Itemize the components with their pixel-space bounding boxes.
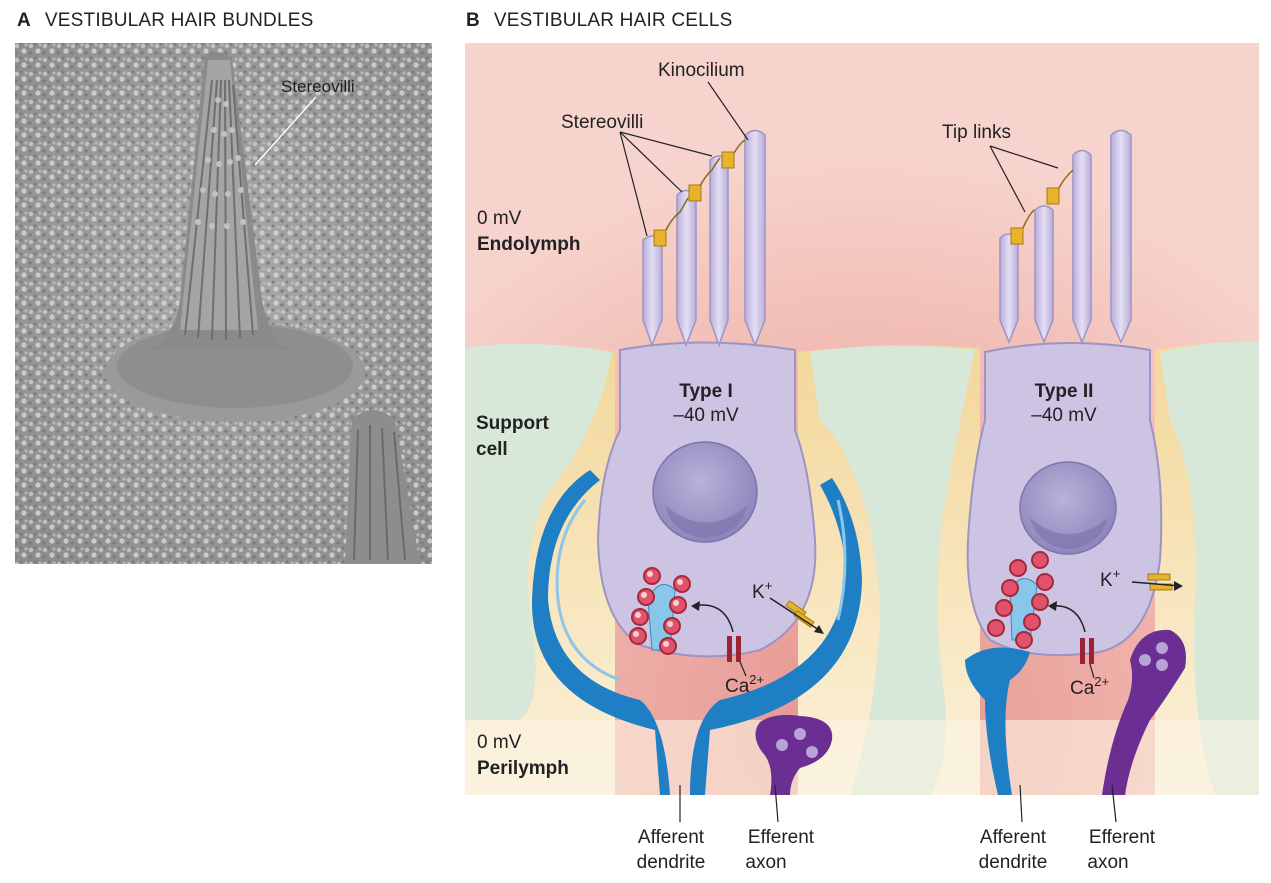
type-one-name: Type I: [679, 381, 733, 402]
type-two-afferent-label-line2: dendrite: [979, 852, 1048, 873]
type-two-afferent-label-line1: Afferent: [980, 827, 1047, 848]
panel-b-letter: B: [466, 10, 480, 31]
label-leaders: [619, 81, 1117, 823]
mechanotransduction-channel: [721, 151, 735, 169]
type-one-calcium-channel: [727, 636, 741, 662]
type-one-afferent-label-line1: Afferent: [638, 827, 705, 848]
efferent-vesicle: [794, 728, 806, 740]
mechanotransduction-channel: [1046, 187, 1060, 205]
type-two-potential: –40 mV: [1031, 405, 1097, 426]
efferent-vesicle: [1139, 654, 1151, 666]
type-one-efferent-label-line2: axon: [745, 852, 786, 873]
efferent-vesicle: [1156, 659, 1168, 671]
stereovilli-label: Stereovilli: [561, 112, 643, 133]
type-one-potential: –40 mV: [673, 405, 739, 426]
type-one-afferent-label-line2: dendrite: [637, 852, 706, 873]
type-two-k-label: K+: [1100, 566, 1120, 591]
type-one-k-label: K+: [752, 578, 772, 603]
type-two-synaptic-ribbon: [987, 551, 1054, 649]
type-two-efferent-label-line2: axon: [1087, 852, 1128, 873]
panel-a-title: VESTIBULAR HAIR BUNDLES: [44, 10, 314, 31]
mechanotransduction-channel: [688, 184, 702, 202]
type-two-potassium-channel: [1147, 573, 1173, 591]
type-one-calyx-highlight-right: [836, 499, 847, 621]
perilymph-potential: 0 mV: [477, 732, 522, 753]
tip-links-label: Tip links: [942, 122, 1011, 143]
type-two-k-arrow: [1131, 581, 1181, 587]
panel-b-heading: B VESTIBULAR HAIR CELLS: [466, 10, 733, 32]
type-one-ca-label: Ca2+: [725, 672, 764, 697]
type-one-afferent-calyx: [531, 470, 862, 795]
mechanotransduction-channel: [1010, 227, 1024, 245]
type-one-calyx-highlight: [555, 499, 621, 682]
type-two-hair-cell: [966, 341, 1163, 657]
type-one-efferent-axon: [755, 714, 833, 795]
panel-a-letter: A: [17, 10, 31, 31]
sem-stereovilli-label: Stereovilli: [281, 77, 355, 96]
type-two-efferent-label-line1: Efferent: [1089, 827, 1156, 848]
type-two-afferent-dendrite: [965, 647, 1030, 795]
endolymph-label: Endolymph: [477, 234, 580, 255]
kinocilium-label: Kinocilium: [658, 60, 745, 81]
support-cell-label-line2: cell: [476, 439, 508, 460]
perilymph-label: Perilymph: [477, 758, 569, 779]
sem-micrograph: [15, 43, 432, 564]
efferent-vesicle: [1156, 642, 1168, 654]
support-cell-label-line1: Support: [476, 413, 549, 434]
endolymph-potential: 0 mV: [477, 208, 522, 229]
type-one-k-arrow: [769, 597, 823, 633]
type-two-hair-bundle: [999, 129, 1132, 344]
type-two-calcium-channel: [1080, 638, 1094, 664]
efferent-vesicle: [776, 739, 788, 751]
type-one-efferent-label-line1: Efferent: [748, 827, 815, 848]
type-one-synaptic-ribbon: [629, 567, 691, 655]
type-two-efferent-axon: [1102, 629, 1186, 795]
type-two-ca-label: Ca2+: [1070, 674, 1109, 699]
type-one-hair-bundle: [642, 129, 766, 348]
panel-a-heading: A VESTIBULAR HAIR BUNDLES: [17, 10, 313, 32]
efferent-vesicle: [806, 746, 818, 758]
panel-b-title: VESTIBULAR HAIR CELLS: [493, 10, 733, 31]
mechanotransduction-channel: [653, 229, 667, 247]
type-two-name: Type II: [1035, 381, 1094, 402]
